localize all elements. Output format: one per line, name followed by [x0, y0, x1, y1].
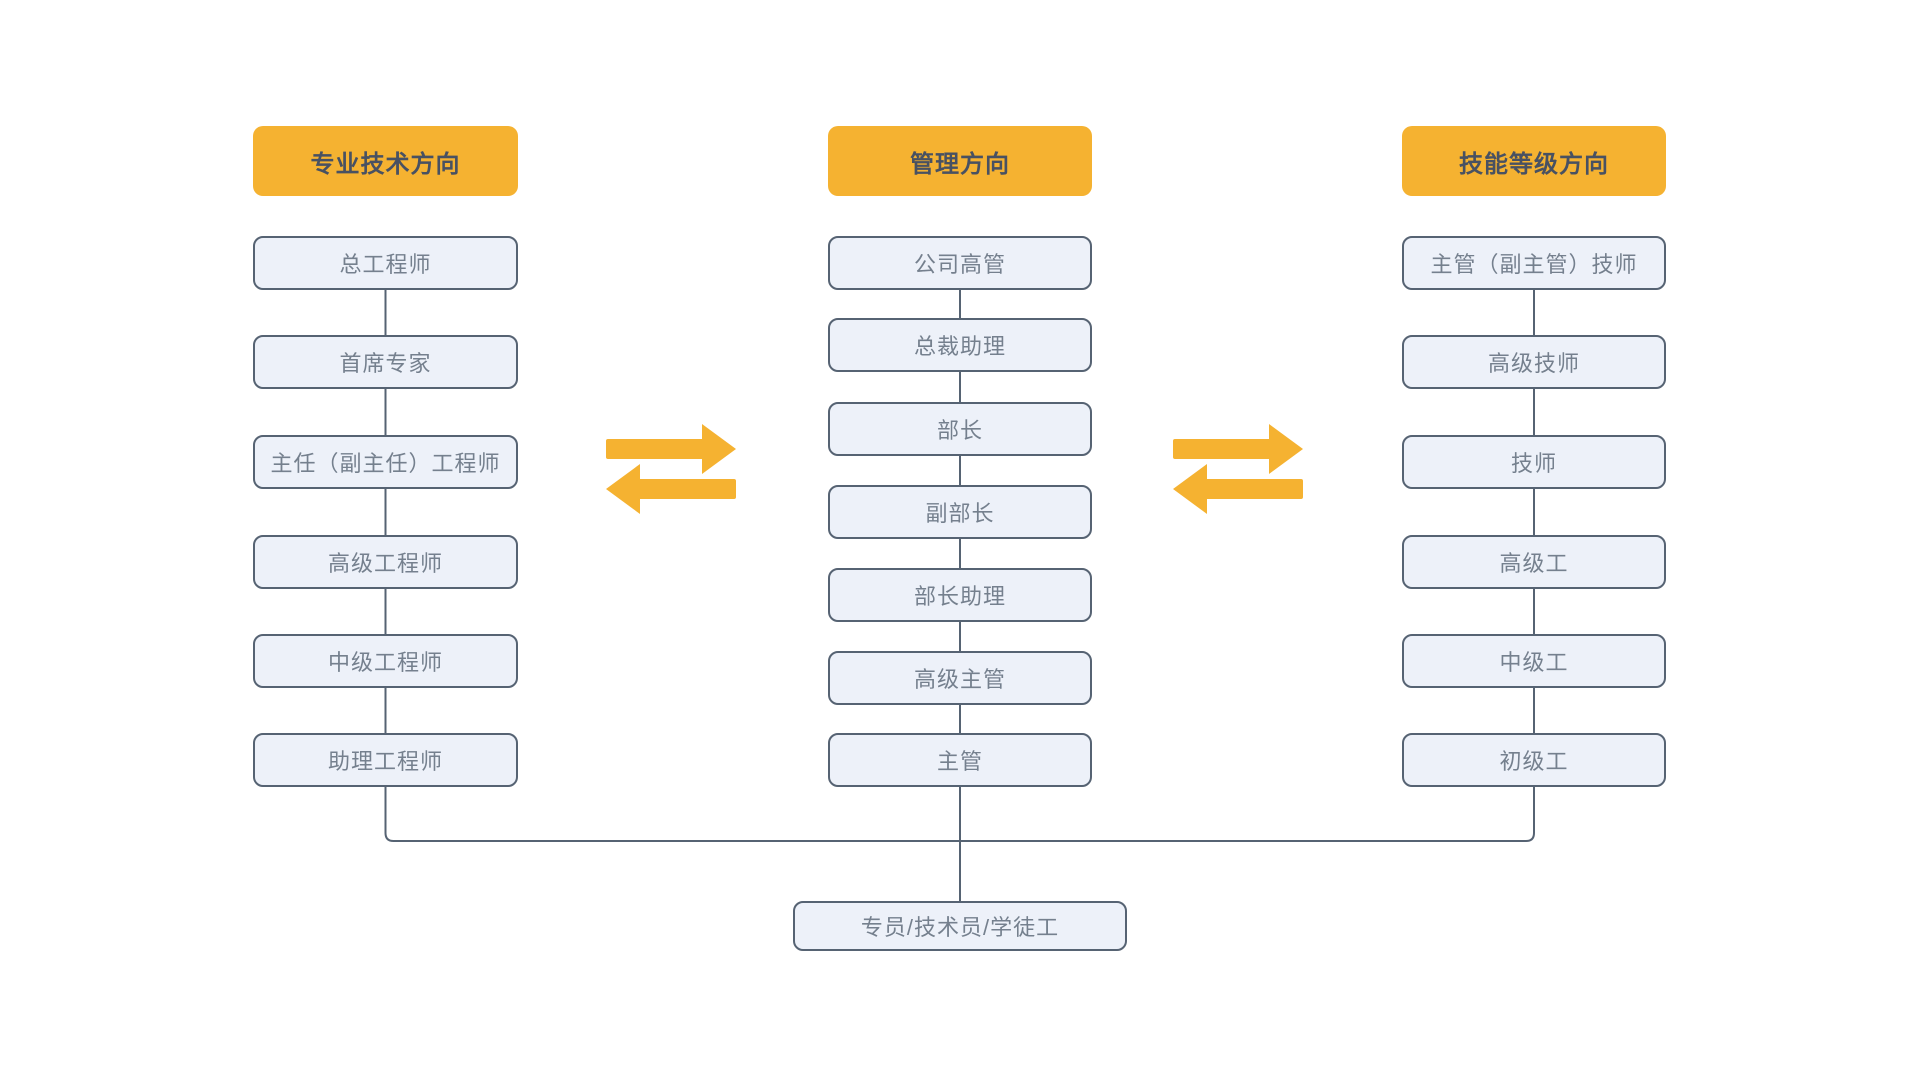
bottom-rail-connector: [384, 787, 1535, 901]
arrow-left-icon: [606, 464, 736, 514]
node-supervisor: 主管: [828, 733, 1092, 787]
skill-column-header: 技能等级方向: [1402, 126, 1666, 196]
node-technician: 技师: [1402, 435, 1666, 489]
node-chief-technician: 主管（副主管）技师: [1402, 236, 1666, 290]
node-senior-technician: 高级技师: [1402, 335, 1666, 389]
node-intermediate-worker: 中级工: [1402, 634, 1666, 688]
node-vice-minister: 副部长: [828, 485, 1092, 539]
arrow-left-icon: [1173, 464, 1303, 514]
node-chief-engineer: 总工程师: [253, 236, 518, 290]
node-minister: 部长: [828, 402, 1092, 456]
node-director-engineer: 主任（副主任）工程师: [253, 435, 518, 489]
node-senior-engineer: 高级工程师: [253, 535, 518, 589]
node-chief-expert: 首席专家: [253, 335, 518, 389]
node-senior-supervisor: 高级主管: [828, 651, 1092, 705]
tech-column-header: 专业技术方向: [253, 126, 518, 196]
node-senior-worker: 高级工: [1402, 535, 1666, 589]
arrow-right-icon: [606, 424, 736, 474]
node-company-executive: 公司高管: [828, 236, 1092, 290]
node-minister-assistant: 部长助理: [828, 568, 1092, 622]
node-intermediate-engineer: 中级工程师: [253, 634, 518, 688]
node-junior-worker: 初级工: [1402, 733, 1666, 787]
management-column-header: 管理方向: [828, 126, 1092, 196]
right-swap-arrows-icon: [1173, 424, 1303, 514]
node-assistant-engineer: 助理工程师: [253, 733, 518, 787]
node-specialist-apprentice: 专员/技术员/学徒工: [793, 901, 1127, 951]
node-president-assistant: 总裁助理: [828, 318, 1092, 372]
left-swap-arrows-icon: [606, 424, 736, 514]
arrow-right-icon: [1173, 424, 1303, 474]
